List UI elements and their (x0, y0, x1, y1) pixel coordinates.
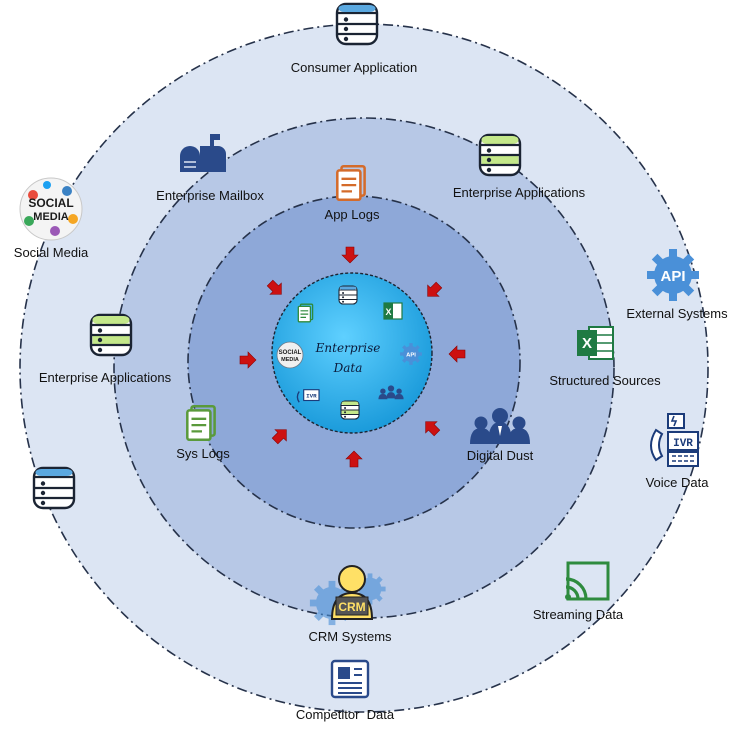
svg-text:MEDIA: MEDIA (281, 357, 299, 363)
document-icon (297, 303, 314, 323)
label-app-logs: App Logs (324, 207, 380, 222)
svg-text:IVR: IVR (673, 438, 693, 450)
crm-gear-icon: CRM (309, 565, 386, 626)
svg-text:API: API (660, 268, 685, 285)
svg-text:X: X (582, 335, 592, 352)
social-media-icon: SOCIAL MEDIA (19, 177, 83, 241)
api-gear-icon: API (400, 343, 422, 365)
label-enterprise-applications-left: Enterprise Applications (38, 370, 172, 385)
database-icon (89, 313, 133, 357)
svg-text:API: API (406, 353, 416, 359)
svg-text:MEDIA: MEDIA (33, 211, 69, 223)
svg-text:SOCIAL: SOCIAL (28, 196, 73, 210)
database-icon (32, 466, 76, 510)
social-media-icon: SOCIAL MEDIA (276, 341, 304, 369)
svg-text:CRM: CRM (338, 600, 365, 614)
core-title-line1: Enterprise (315, 341, 381, 355)
people-group-icon (470, 408, 530, 444)
label-external-systems: External Systems (626, 306, 728, 321)
label-enterprise-mailbox: Enterprise Mailbox (156, 188, 264, 203)
api-gear-icon: API (647, 249, 699, 301)
label-competitor-data: Competitor Data (295, 707, 395, 722)
database-icon (335, 2, 379, 46)
label-consumer-application: Consumer Application (290, 60, 418, 75)
streaming-icon (565, 561, 610, 601)
core-title-line2: Data (333, 361, 363, 375)
ivr-phone-icon: IVR (650, 413, 699, 467)
excel-icon: X (383, 302, 403, 320)
label-digital-dust: Digital Dust (466, 448, 534, 463)
database-icon (478, 133, 522, 177)
database-icon (340, 400, 360, 420)
mailbox-icon (180, 134, 226, 172)
ivr-phone-icon: IVR (296, 389, 320, 403)
label-enterprise-applications-top: Enterprise Applications (452, 185, 586, 200)
svg-text:IVR: IVR (306, 392, 317, 399)
label-crm-systems: CRM Systems (308, 629, 392, 644)
label-structured-sources: Structured Sources (549, 373, 661, 388)
label-sys-logs: Sys Logs (176, 446, 230, 461)
svg-text:X: X (385, 307, 391, 317)
database-icon (338, 285, 358, 305)
newspaper-icon (330, 659, 370, 699)
excel-icon: X (577, 326, 614, 360)
document-icon (186, 404, 216, 442)
label-streaming-data: Streaming Data (532, 607, 624, 622)
label-voice-data: Voice Data (645, 475, 709, 490)
svg-text:SOCIAL: SOCIAL (279, 350, 302, 356)
document-icon (336, 164, 366, 202)
people-group-icon (378, 385, 404, 400)
label-social-media: Social Media (13, 245, 89, 260)
